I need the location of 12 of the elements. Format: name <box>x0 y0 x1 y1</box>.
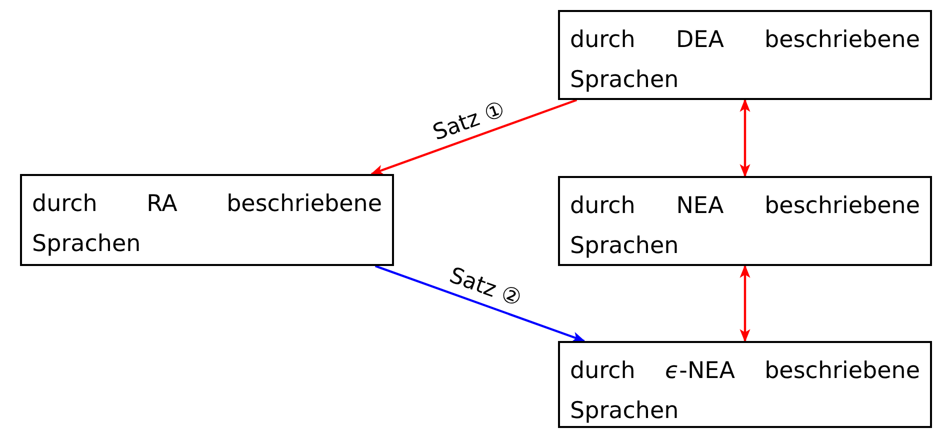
process-box <box>558 176 932 266</box>
arrow <box>370 98 578 176</box>
box-text: durch DEA beschriebene Sprachen <box>570 26 920 95</box>
process-box <box>558 341 932 428</box>
arrow <box>740 264 750 342</box>
arrow <box>374 264 586 342</box>
box-text: durch ϵ-NEA beschriebene Sprachen <box>570 357 920 426</box>
box-text: durch NEA beschriebene Sprachen <box>570 192 920 261</box>
process-box <box>558 10 932 100</box>
process-box <box>20 174 394 266</box>
arrow <box>740 98 750 178</box>
box-text: durch RA beschriebene Sprachen <box>32 190 382 259</box>
